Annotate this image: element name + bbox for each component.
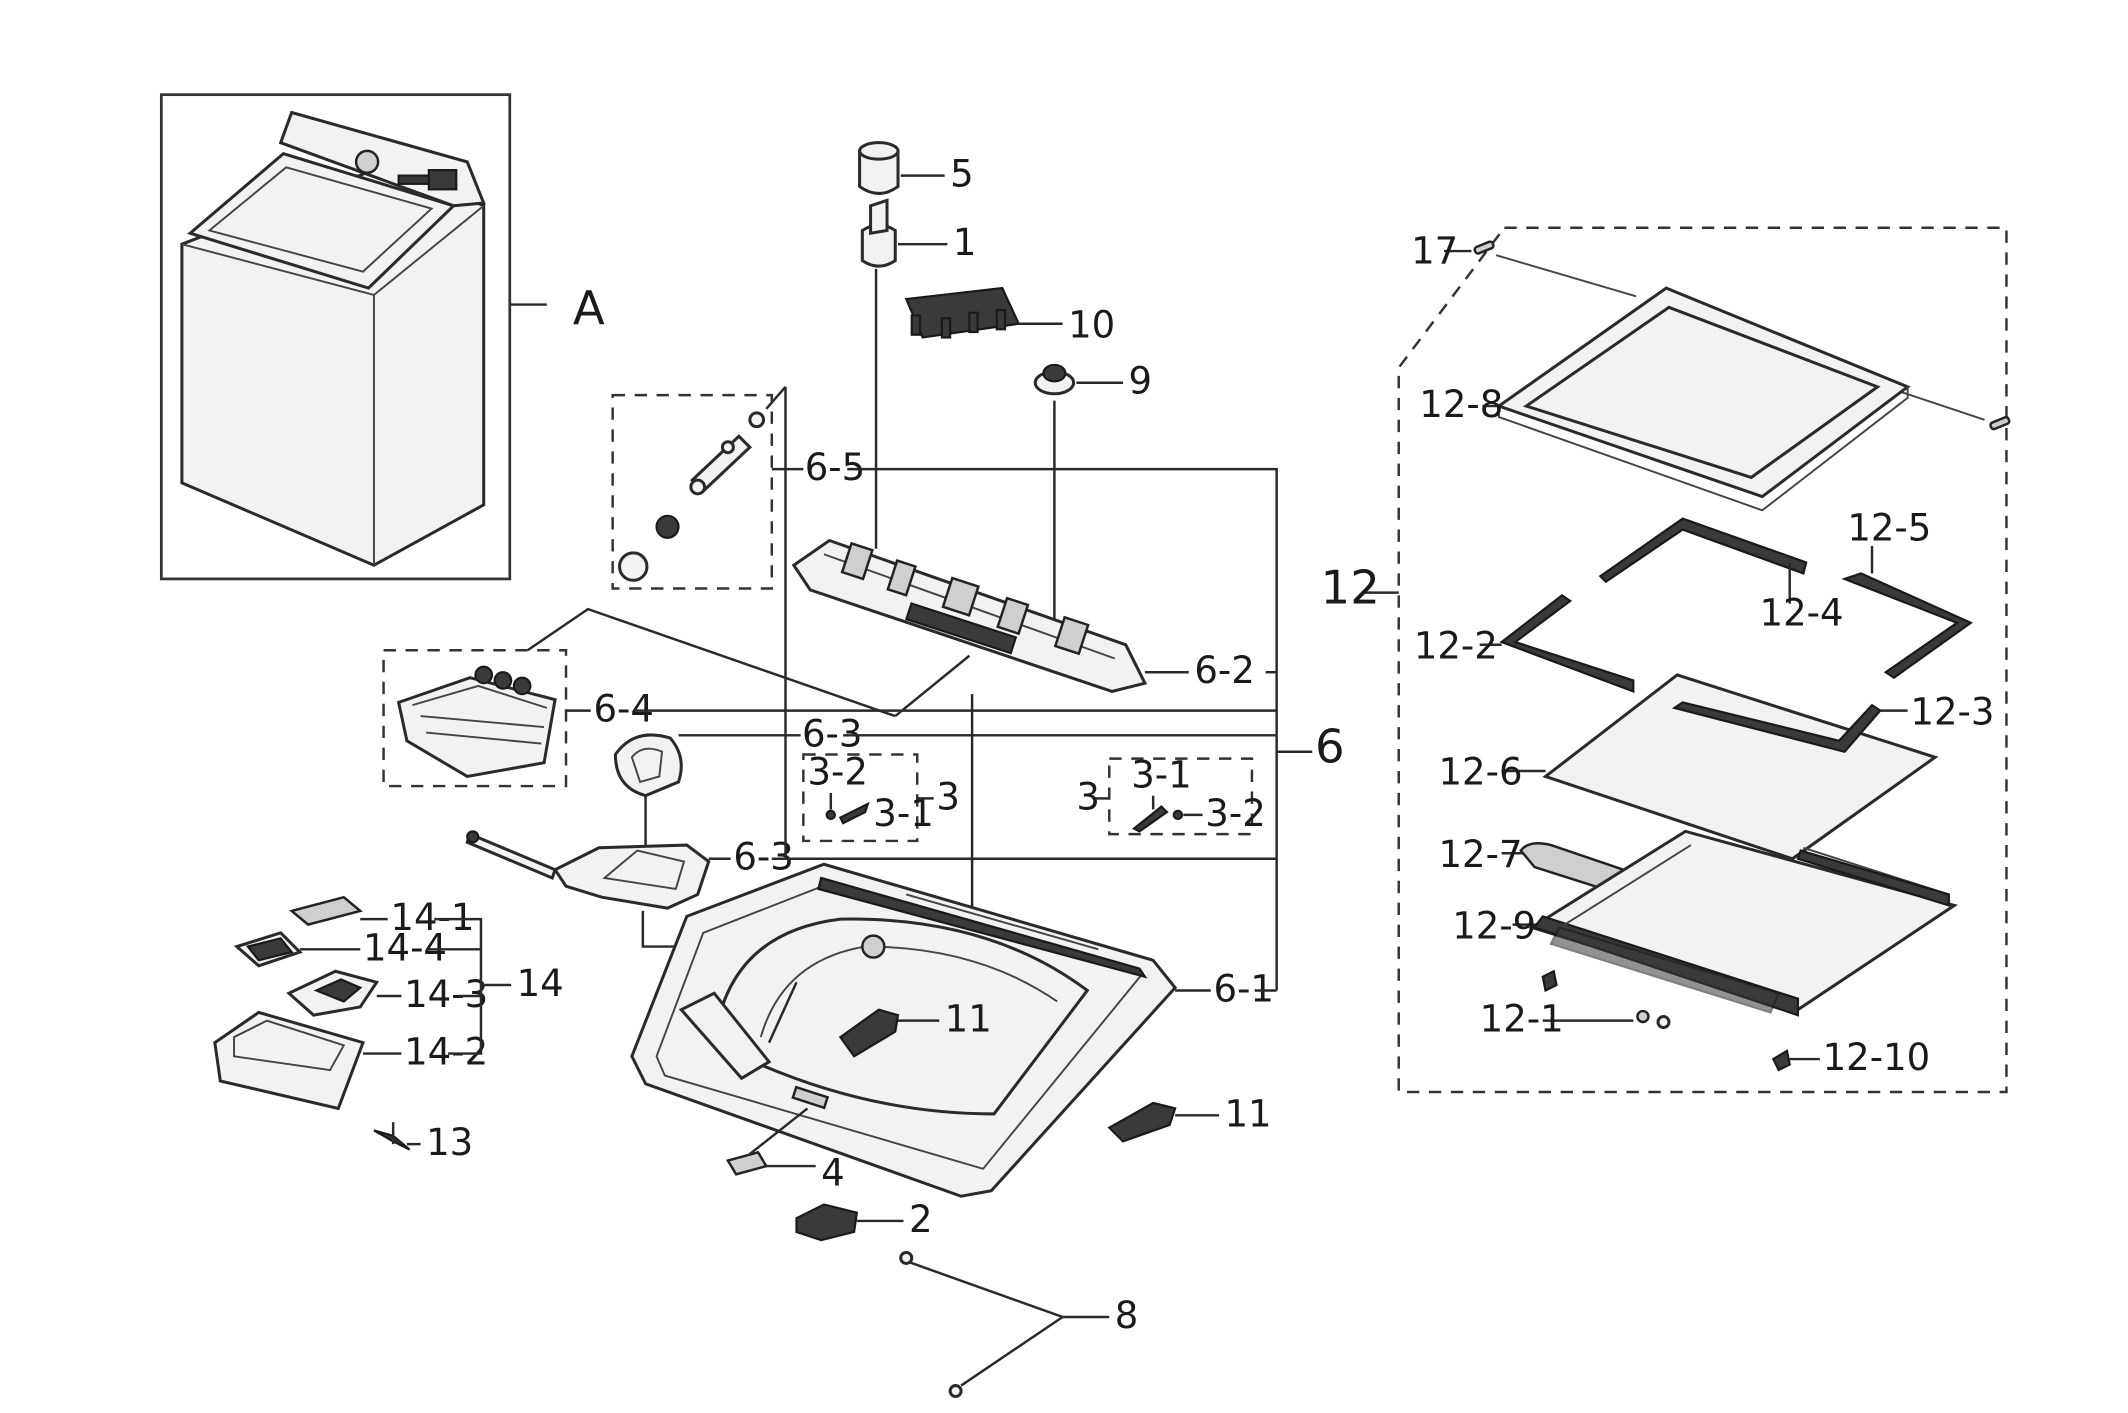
label-3-1-right: 3-1	[1131, 753, 1191, 796]
label-12-6: 12-6	[1439, 751, 1523, 794]
part-12-6-glass	[1542, 673, 1939, 861]
label-12-5: 12-5	[1847, 507, 1931, 550]
part-6-2-control-panel-frame: 6-2	[791, 538, 1277, 718]
part-12-4	[1598, 517, 1808, 584]
part-9-knob: 9	[1033, 360, 1152, 645]
sub-assembly-6-4: 6-4	[382, 607, 1277, 788]
part-10-switch-assembly: 10	[904, 286, 1115, 346]
sub-assembly-3-right: 3 3-1 3-2	[1076, 753, 1266, 836]
label-17: 17	[1411, 229, 1458, 272]
part-14-1	[289, 895, 363, 926]
label-2: 2	[909, 1198, 933, 1241]
part-6-3-lower: 6-3	[465, 830, 1277, 1023]
label-5: 5	[950, 153, 974, 196]
part-11-hinge-inner: 11	[838, 998, 992, 1058]
label-9: 9	[1128, 360, 1152, 403]
sub-assembly-3-left: 3-2 3-1 3	[802, 751, 960, 843]
label-3-2-left: 3-2	[807, 751, 867, 794]
assembly-view-frame	[159, 93, 512, 581]
label-12-7: 12-7	[1439, 833, 1523, 876]
label-1: 1	[953, 221, 977, 264]
label-3-right: 3	[1076, 775, 1100, 818]
label-6-4: 6-4	[593, 688, 653, 731]
label-12-2: 12-2	[1414, 624, 1498, 667]
sub-assembly-3-right-frame	[1108, 757, 1254, 836]
door-assembly-12-frame	[1397, 226, 2008, 1094]
part-11-hinge-outer: 11	[1107, 1092, 1272, 1143]
label-14: 14	[517, 962, 564, 1005]
label-6-3-lower: 6-3	[733, 836, 793, 879]
label-3-left: 3	[936, 775, 960, 818]
label-a: A	[573, 281, 605, 335]
label-12-10: 12-10	[1823, 1036, 1931, 1079]
label-14-1: 14-1	[390, 896, 474, 939]
part-13-screw: 13	[373, 1121, 473, 1164]
part-14-detergent-drawer: 14-1 14-4 14-3 14-2 14	[213, 895, 564, 1111]
part-8-wire-harness: 8	[899, 1250, 1139, 1399]
label-6-2: 6-2	[1194, 649, 1254, 692]
label-11-outer: 11	[1225, 1092, 1272, 1135]
label-10: 10	[1068, 303, 1115, 346]
part-12-5	[1841, 572, 1973, 680]
part-17-pin	[1473, 240, 1495, 255]
label-6-3-upper: 6-3	[802, 712, 862, 755]
part-5-cap: 5	[858, 141, 974, 196]
label-14-4: 14-4	[363, 926, 447, 969]
label-12-3: 12-3	[1910, 690, 1994, 733]
label-12-9: 12-9	[1452, 904, 1536, 947]
label-6-1: 6-1	[1214, 967, 1274, 1010]
part-14-2	[213, 1010, 365, 1111]
label-3-2-right: 3-2	[1205, 792, 1265, 835]
part-6-1-top-cover: 6-1	[630, 386, 1277, 1198]
part-4-button: 4	[726, 1107, 845, 1194]
sub-assembly-6-4-frame	[382, 649, 568, 788]
part-12-2	[1499, 594, 1635, 693]
part-12-10	[1771, 1049, 1791, 1072]
label-13: 13	[426, 1121, 473, 1164]
washer-dial-icon	[354, 149, 380, 175]
label-12-1: 12-1	[1480, 998, 1564, 1041]
label-12: 12	[1321, 561, 1380, 615]
label-6-5: 6-5	[805, 446, 865, 489]
label-8: 8	[1115, 1294, 1139, 1337]
label-12-4: 12-4	[1760, 592, 1844, 635]
washer-buttons	[397, 174, 430, 185]
part-12-1-screw	[1636, 1009, 1650, 1024]
sub-assembly-6-5: 6-5	[611, 386, 1278, 991]
assembly-view-a: A	[159, 93, 605, 581]
label-12-8: 12-8	[1419, 383, 1503, 426]
door-assembly-12: 12 17 12-8 12-4 12-5 12-2 12-6 12-3	[1321, 226, 2011, 1094]
part-1-actuator: 1	[860, 198, 977, 549]
part-12-3	[1671, 701, 1882, 754]
label-14-2: 14-2	[404, 1031, 488, 1074]
label-14-3: 14-3	[404, 973, 488, 1016]
label-11-inner: 11	[945, 998, 992, 1041]
label-6: 6	[1315, 720, 1345, 774]
label-4: 4	[821, 1151, 845, 1194]
part-2-lock-switch: 2	[795, 1198, 933, 1242]
part-6-3-hinge: 6-3	[613, 712, 1277, 859]
bracket-6: 6	[970, 694, 1345, 920]
